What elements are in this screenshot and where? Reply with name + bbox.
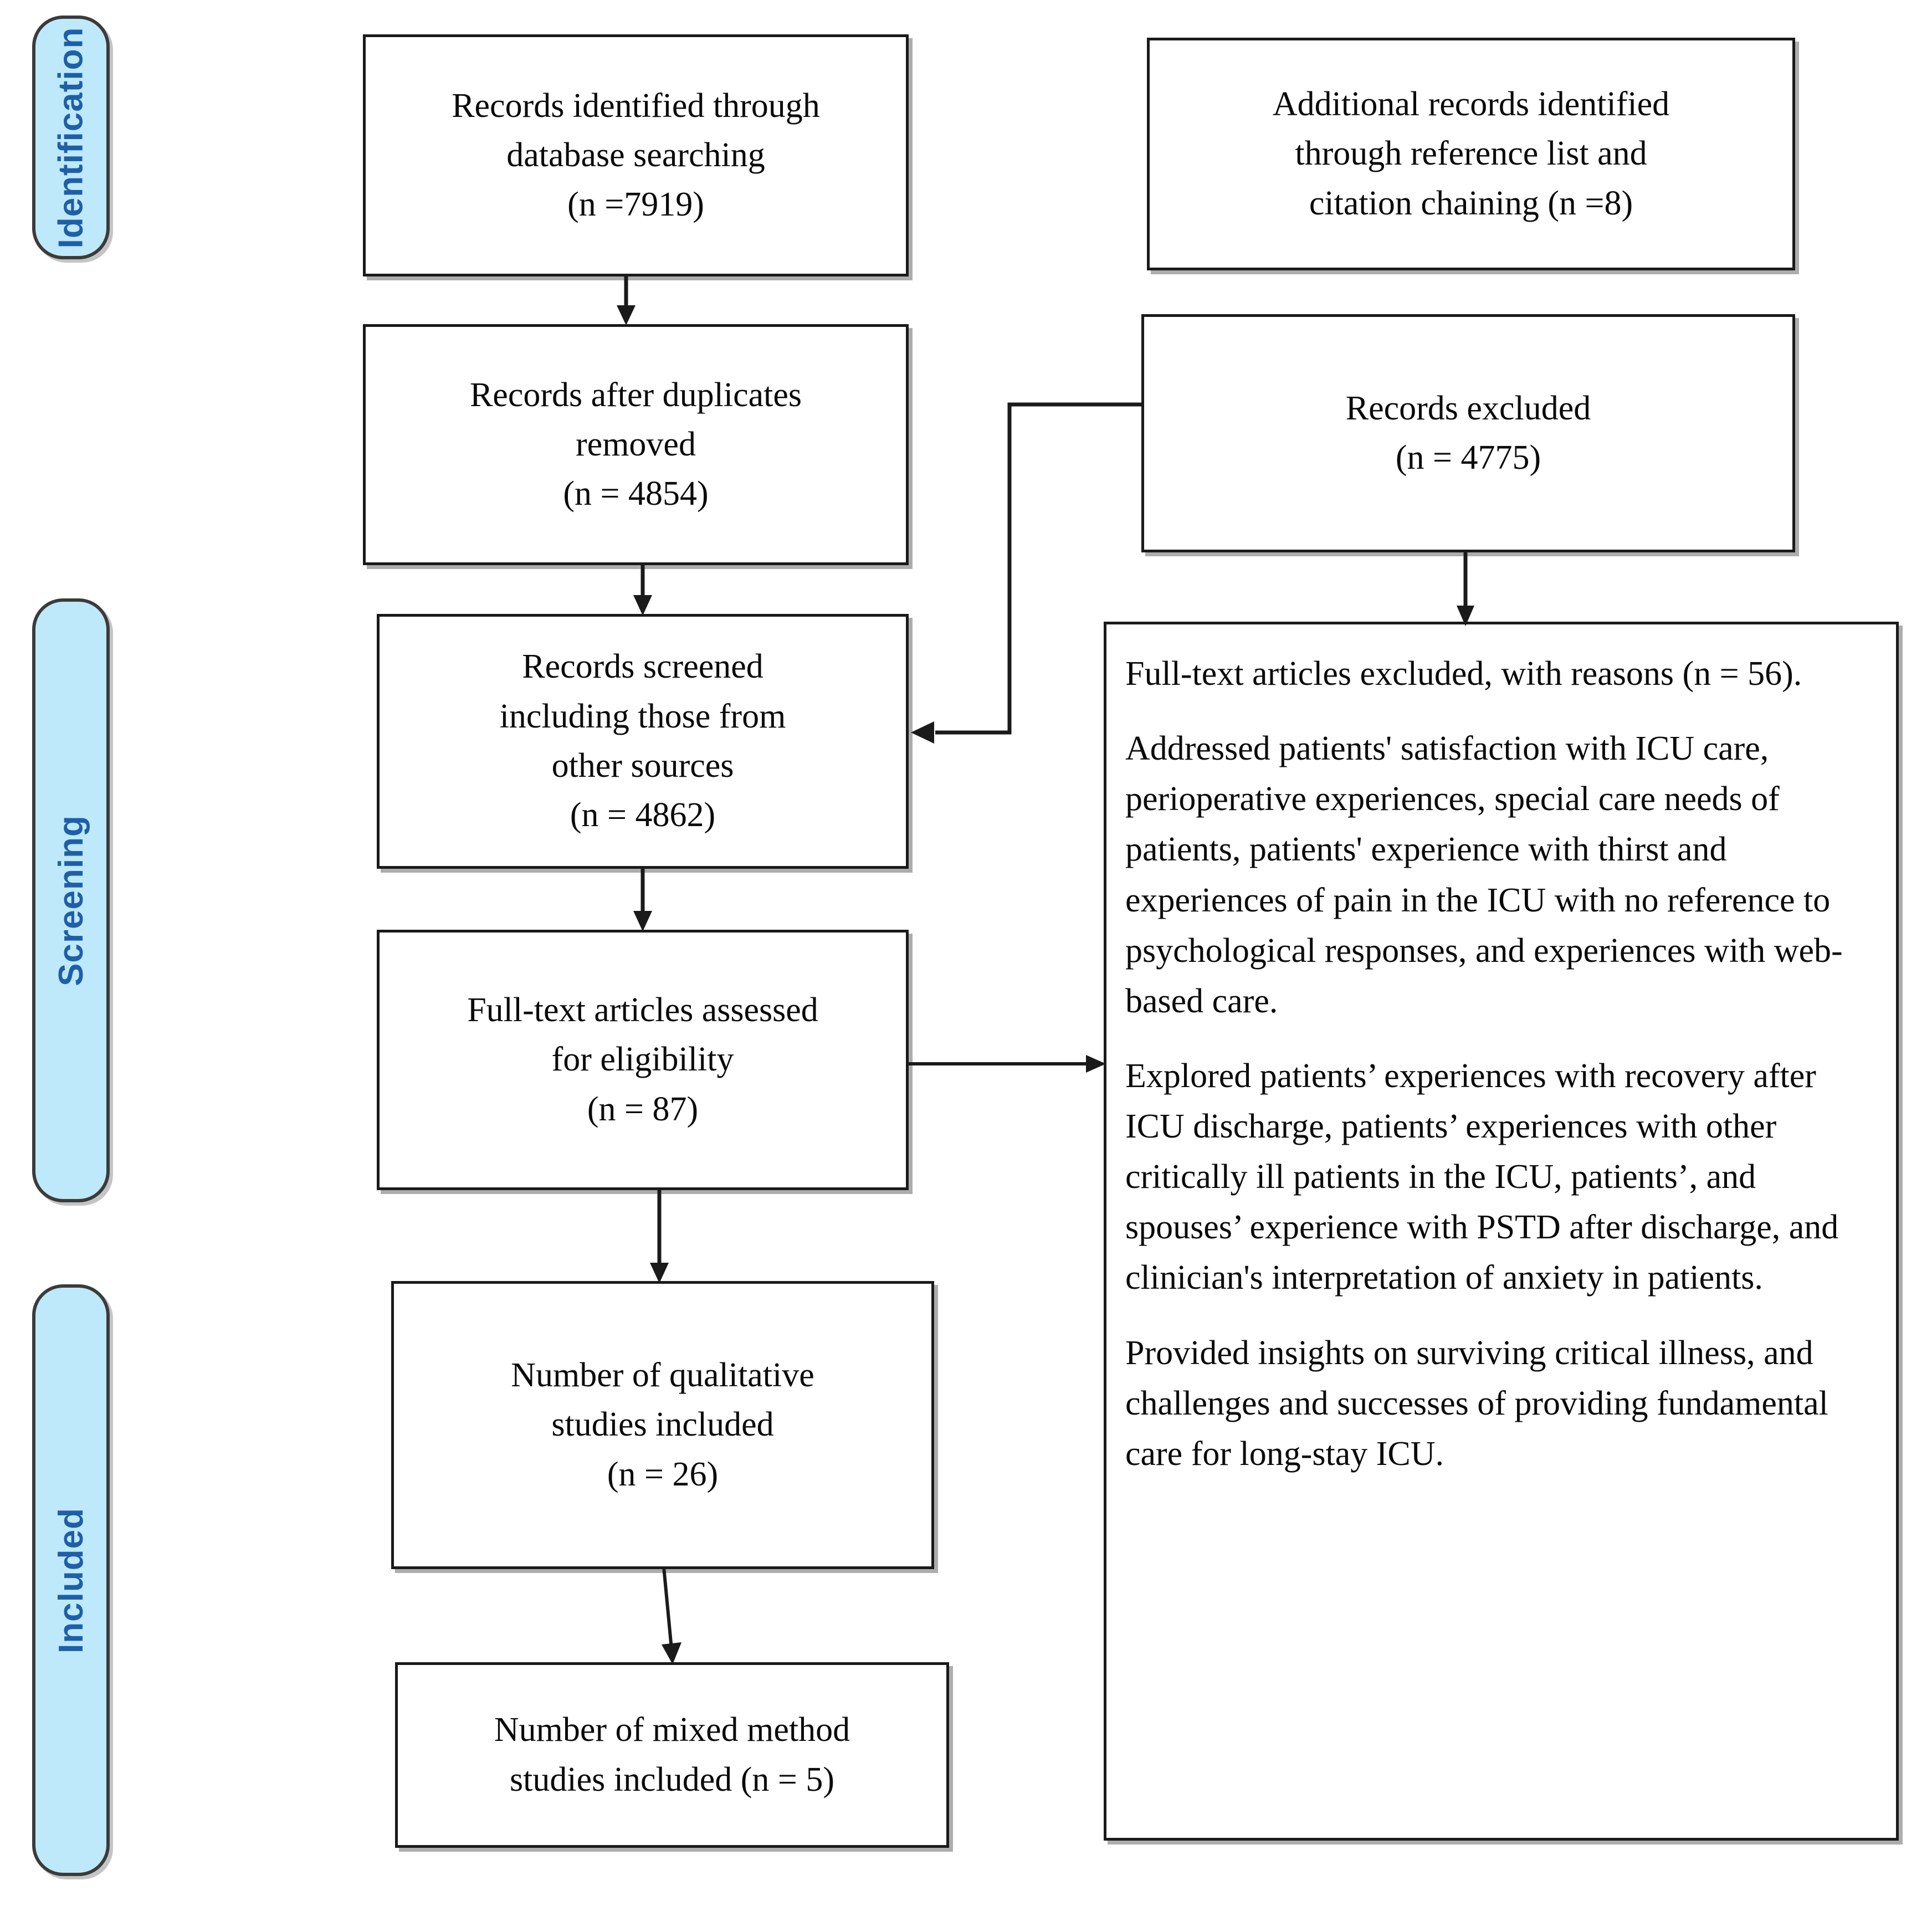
- box-qualitative-included-text: Number of qualitative studies included (…: [511, 1356, 814, 1493]
- box-fulltext-assessed-text: Full-text articles assessed for eligibil…: [467, 991, 818, 1128]
- panel-paragraph-2: Explored patients’ experiences with reco…: [1125, 1057, 1839, 1297]
- phase-label-included: Included: [52, 1507, 90, 1653]
- connector-fulltext-to-panel: [908, 1053, 1113, 1075]
- phase-pill-identification: Identification: [32, 16, 110, 259]
- box-qualitative-included: Number of qualitative studies included (…: [391, 1281, 934, 1569]
- panel-paragraph-3: Provided insights on surviving critical …: [1125, 1334, 1828, 1473]
- box-records-excluded: Records excluded (n = 4775): [1141, 314, 1795, 552]
- connector-identified-to-duplicates: [615, 274, 637, 327]
- box-records-identified: Records identified through database sear…: [363, 34, 909, 276]
- box-records-screened-text: Records screened including those from ot…: [499, 648, 786, 834]
- box-records-after-duplicates-text: Records after duplicates removed (n = 48…: [469, 376, 802, 513]
- box-records-screened: Records screened including those from ot…: [377, 614, 909, 869]
- phase-label-screening: Screening: [52, 814, 90, 986]
- box-additional-records-text: Additional records identified through re…: [1272, 85, 1670, 222]
- connector-qualitative-to-mixed: [654, 1566, 687, 1667]
- phase-label-identification: Identification: [52, 27, 90, 248]
- phase-pill-included: Included: [32, 1284, 110, 1876]
- panel-paragraph-1: Addressed patients' satisfaction with IC…: [1125, 730, 1843, 1020]
- box-additional-records: Additional records identified through re…: [1147, 38, 1795, 270]
- box-records-identified-text: Records identified through database sear…: [452, 86, 820, 224]
- box-records-excluded-text: Records excluded (n = 4775): [1345, 389, 1591, 476]
- box-fulltext-assessed: Full-text articles assessed for eligibil…: [377, 930, 909, 1190]
- panel-heading: Full-text articles excluded, with reason…: [1125, 655, 1802, 693]
- panel-fulltext-excluded-reasons: Full-text articles excluded, with reason…: [1104, 622, 1899, 1841]
- connector-screened-to-fulltext: [632, 867, 654, 933]
- box-mixed-method-included-text: Number of mixed method studies included …: [494, 1711, 850, 1799]
- connector-fulltext-to-qualitative: [648, 1188, 670, 1285]
- connector-duplicates-to-screened: [632, 563, 654, 617]
- box-records-after-duplicates: Records after duplicates removed (n = 48…: [363, 324, 909, 565]
- box-mixed-method-included: Number of mixed method studies included …: [395, 1662, 949, 1848]
- phase-pill-screening: Screening: [32, 598, 110, 1202]
- connector-excluded-to-panel: [1454, 550, 1477, 628]
